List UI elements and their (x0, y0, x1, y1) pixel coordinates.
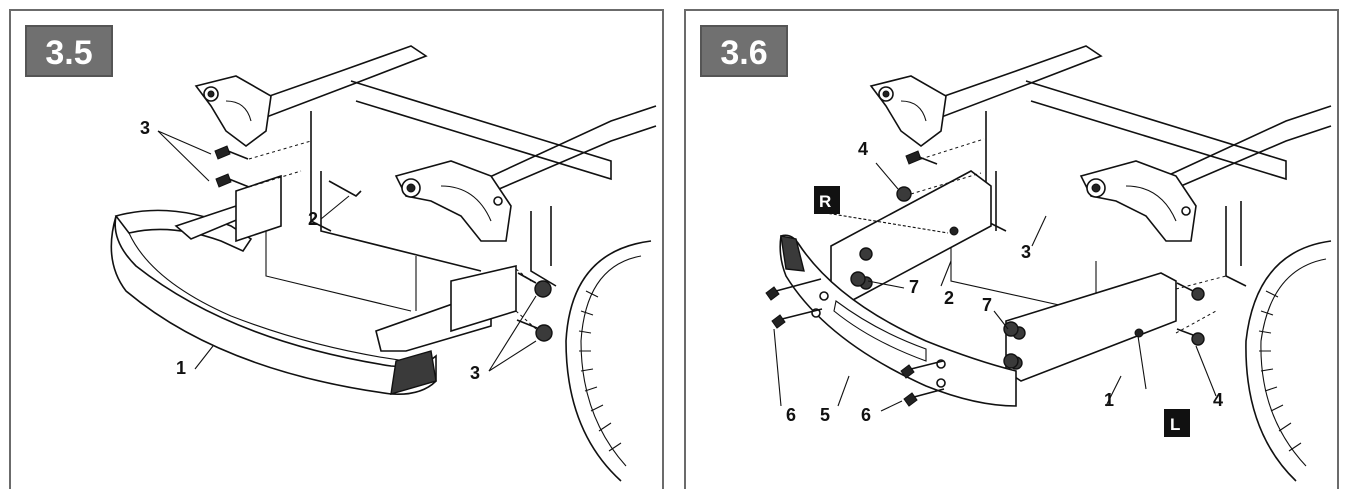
front-plate-part-5 (779, 234, 1017, 407)
right-hinge-bracket (1079, 160, 1197, 242)
figure-3-5-drawing: 3 2 1 3 (110, 45, 657, 482)
callout-4-upper: 4 (858, 139, 868, 159)
front-wheel (1245, 240, 1332, 482)
figure-3-6-badge: 3.6 (700, 25, 788, 77)
callout-1: 1 (1104, 390, 1114, 410)
bolts (765, 138, 1227, 407)
side-tag-left: L (1164, 409, 1190, 437)
callout-6-left: 6 (786, 405, 796, 425)
callout-3: 3 (1021, 242, 1031, 262)
figure-3-5-badge: 3.5 (25, 25, 113, 77)
figure-3-5-panel: 3.5 (9, 9, 664, 489)
figure-3-6-drawing: 4 3 2 7 7 6 5 6 1 4 R L (765, 45, 1332, 482)
left-hinge-bracket (869, 75, 947, 147)
callout-6-right: 6 (861, 405, 871, 425)
leader-lines (773, 162, 1217, 412)
leader-lines (157, 130, 537, 372)
figure-3-6-panel: 3.6 (684, 9, 1339, 489)
svg-text:L: L (1170, 415, 1180, 434)
callout-1: 1 (176, 358, 186, 378)
svg-text:R: R (819, 192, 831, 211)
side-tag-right: R (814, 186, 840, 214)
left-side-bracket-part-1 (1005, 272, 1177, 382)
bolts-part-3 (214, 140, 553, 342)
callout-3-upper: 3 (140, 118, 150, 138)
callout-2: 2 (944, 288, 954, 308)
front-bumper-part-1 (110, 174, 517, 396)
callout-2: 2 (308, 209, 318, 229)
callout-7-left: 7 (909, 277, 919, 297)
callout-3-lower: 3 (470, 363, 480, 383)
right-hinge-bracket (394, 160, 512, 242)
pin-part-2 (328, 180, 362, 197)
callout-7-right: 7 (982, 295, 992, 315)
callout-5: 5 (820, 405, 830, 425)
front-wheel (565, 240, 652, 482)
left-hinge-bracket (194, 75, 272, 147)
tractor-frame (239, 45, 657, 312)
callout-4-lower: 4 (1213, 390, 1223, 410)
